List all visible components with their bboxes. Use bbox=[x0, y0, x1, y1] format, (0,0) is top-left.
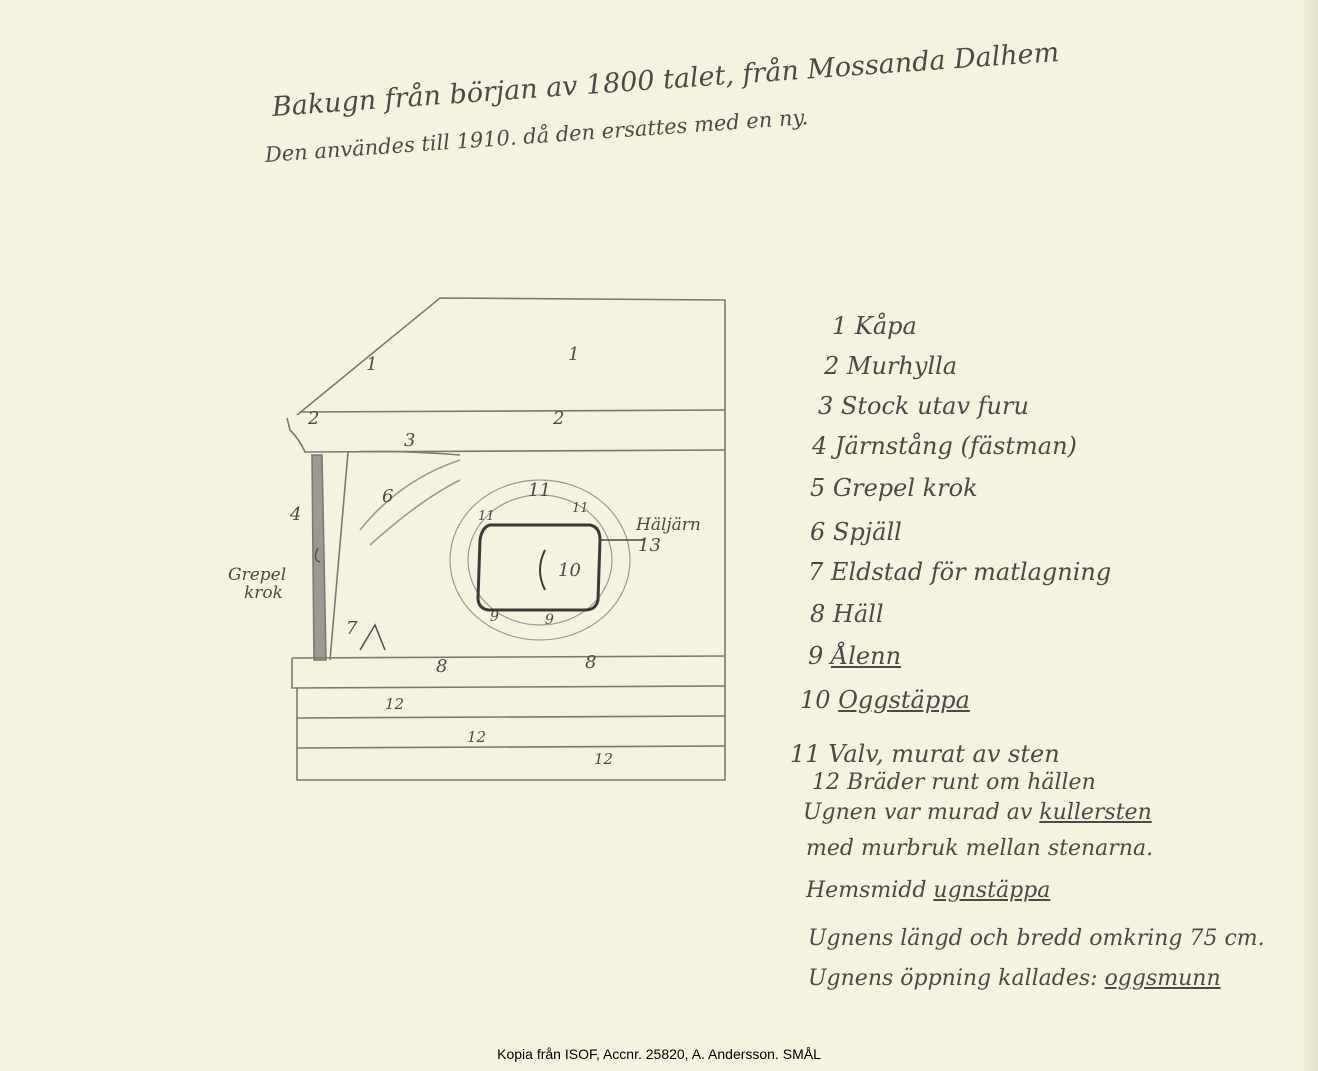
legend-item: 9 Ålenn bbox=[808, 642, 902, 670]
label-13: 13 bbox=[638, 535, 661, 556]
label-11: 11 bbox=[478, 509, 495, 524]
label-7: 7 bbox=[346, 618, 358, 639]
label-10: 10 bbox=[558, 560, 581, 581]
label-12: 12 bbox=[467, 728, 486, 746]
label-8: 8 bbox=[585, 652, 596, 673]
label-3: 3 bbox=[404, 430, 415, 451]
label-1: 1 bbox=[568, 344, 579, 365]
label-12: 12 bbox=[385, 695, 404, 713]
oven-door bbox=[476, 523, 602, 612]
label-krok: krok bbox=[244, 583, 283, 603]
label-11: 11 bbox=[572, 501, 589, 516]
archive-caption: Kopia från ISOF, Accnr. 25820, A. Anders… bbox=[497, 1046, 821, 1062]
label-12: 12 bbox=[594, 750, 613, 768]
note-line: Ugnens öppning kallades: oggsmunn bbox=[808, 966, 1221, 991]
label-11: 11 bbox=[528, 480, 551, 501]
label-4: 4 bbox=[289, 504, 301, 525]
note-line: Ugnens längd och bredd omkring 75 cm. bbox=[808, 926, 1265, 951]
hearth bbox=[291, 655, 726, 689]
label-1: 1 bbox=[366, 354, 377, 375]
legend-item: 4 Järnstång (fästman) bbox=[812, 432, 1077, 460]
label-haljarn: Häljärn bbox=[635, 515, 701, 535]
label-8: 8 bbox=[436, 656, 447, 677]
legend-item: 6 Spjäll bbox=[810, 518, 902, 546]
label-9: 9 bbox=[490, 609, 499, 625]
label-9: 9 bbox=[545, 612, 554, 628]
legend-item: 7 Eldstad för matlagning bbox=[808, 558, 1112, 586]
legend-item: 5 Grepel krok bbox=[810, 474, 978, 502]
sketch-outline bbox=[296, 297, 726, 781]
planks bbox=[296, 715, 726, 749]
legend-item: 12 Bräder runt om hällen bbox=[812, 770, 1096, 795]
shelf-bottom bbox=[286, 417, 726, 453]
note-line: med murbruk mellan stenarna. bbox=[806, 836, 1154, 861]
legend-item: 1 Kåpa bbox=[832, 312, 917, 340]
legend-item: 8 Häll bbox=[810, 600, 884, 628]
label-6: 6 bbox=[382, 486, 393, 507]
label-grepel: Grepel bbox=[228, 565, 286, 585]
legend-item: 3 Stock utav furu bbox=[818, 392, 1029, 420]
iron-post bbox=[311, 454, 327, 661]
legend-item: 10 Oggstäppa bbox=[800, 686, 970, 714]
note-line: Ugnen var murad av kullersten bbox=[803, 800, 1152, 825]
note-line: Hemsmidd ugnstäppa bbox=[806, 878, 1051, 903]
shelf-top bbox=[299, 409, 726, 413]
label-2: 2 bbox=[307, 408, 319, 429]
oven-vault bbox=[449, 479, 631, 641]
legend-item: 11 Valv, murat av sten bbox=[790, 740, 1060, 768]
paper-edge bbox=[1304, 0, 1318, 1071]
legend-item: 2 Murhylla bbox=[824, 352, 958, 380]
label-2: 2 bbox=[552, 408, 564, 429]
